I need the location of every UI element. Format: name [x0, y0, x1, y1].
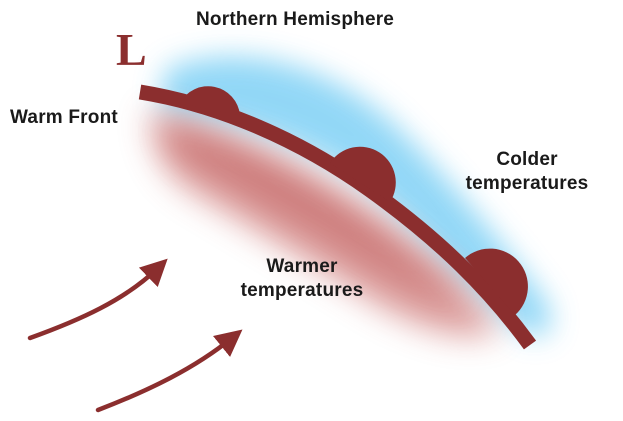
colder-line-1: Colder [496, 149, 558, 170]
warmer-line-2: temperatures [240, 280, 364, 301]
warm-front-semicircle-icon [465, 248, 528, 315]
hemisphere-title: Northern Hemisphere [196, 9, 395, 30]
colder-temperatures-label: Colder temperatures [442, 148, 612, 196]
low-pressure-symbol: L [116, 24, 147, 75]
warm-front-semicircle-icon [330, 146, 396, 202]
warmer-line-1: Warmer [266, 256, 338, 277]
wind-arrow-icon [27, 258, 168, 341]
warm-front-line [138, 84, 537, 350]
warm-front-semicircle-icon [180, 86, 240, 115]
wind-arrow-icon [95, 329, 243, 413]
warmer-temperatures-label: Warmer temperatures [212, 255, 392, 303]
colder-line-2: temperatures [465, 173, 589, 194]
warm-front-label: Warm Front [10, 107, 118, 128]
warm-air-core [165, 120, 470, 300]
